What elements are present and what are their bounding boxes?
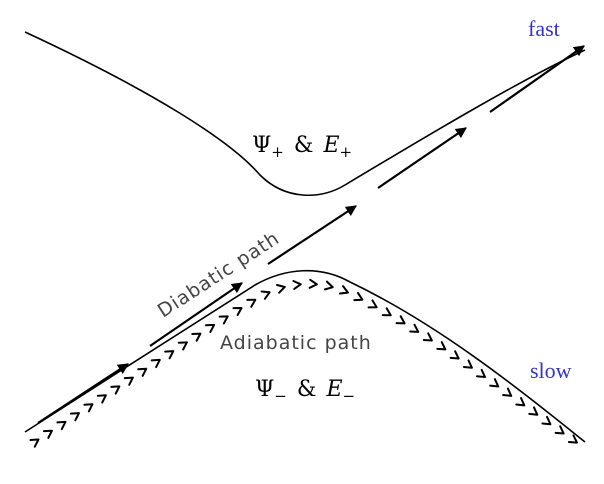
adiabatic-chevron — [409, 323, 420, 333]
adiabatic-chevron — [567, 434, 578, 444]
adiabatic-chevron — [42, 429, 53, 439]
adiabatic-chevron — [205, 323, 216, 334]
adiabatic-chevron — [96, 394, 107, 404]
adiabatic-chevron — [422, 332, 433, 342]
adiabatic-path-arrows — [29, 278, 578, 448]
adiabatic-chevron — [150, 358, 161, 369]
adiabatic-chevron — [541, 415, 552, 426]
adiabatic-chevron — [56, 420, 67, 431]
adiabatic-chevron — [338, 285, 349, 295]
adiabatic-chevron — [554, 425, 565, 435]
adiabatic-chevron — [436, 341, 447, 351]
adiabatic-chevron — [110, 385, 121, 395]
adiabatic-chevron — [462, 359, 473, 369]
adiabatic-chevron — [381, 307, 392, 317]
adiabatic-chevron — [29, 438, 40, 448]
adiabatic-chevron — [137, 367, 148, 377]
upper-energy-curve — [24, 31, 586, 196]
adiabatic-chevron — [476, 368, 487, 379]
adiabatic-chevron — [260, 290, 271, 300]
adiabatic-chevron — [177, 341, 188, 351]
adiabatic-chevron — [502, 387, 513, 397]
adiabatic-chevron — [292, 280, 302, 290]
lower-energy-curve — [24, 269, 586, 443]
diabatic-path-arrows — [37, 45, 585, 424]
adiabatic-chevron — [367, 299, 378, 309]
adiabatic-chevron — [69, 412, 80, 422]
upper-state-label: Ψ+&E+ — [252, 133, 352, 161]
adiabatic-chevron — [353, 291, 364, 302]
lower-state-label: Ψ−&E− — [255, 377, 355, 405]
adiabatic-chevron — [123, 376, 134, 386]
adiabatic-chevron — [449, 350, 460, 360]
adiabatic-chevron — [489, 378, 500, 388]
adiabatic-chevron — [83, 403, 94, 413]
fast-label: fast — [528, 16, 560, 41]
adiabatic-chevron — [246, 298, 257, 308]
adiabatic-chevron — [323, 280, 334, 291]
adiabatic-path-label: Adiabatic path — [220, 332, 372, 354]
adiabatic-chevron — [191, 332, 202, 342]
adiabatic-chevron — [218, 315, 229, 325]
adiabatic-chevron — [308, 278, 318, 289]
adiabatic-chevron — [232, 306, 243, 317]
adiabatic-chevron — [164, 350, 175, 360]
slow-label: slow — [530, 358, 572, 383]
adiabatic-chevron — [276, 283, 286, 294]
adiabatic-chevron — [528, 406, 539, 416]
adiabatic-chevron — [515, 397, 526, 407]
adiabatic-chevron — [395, 315, 406, 325]
